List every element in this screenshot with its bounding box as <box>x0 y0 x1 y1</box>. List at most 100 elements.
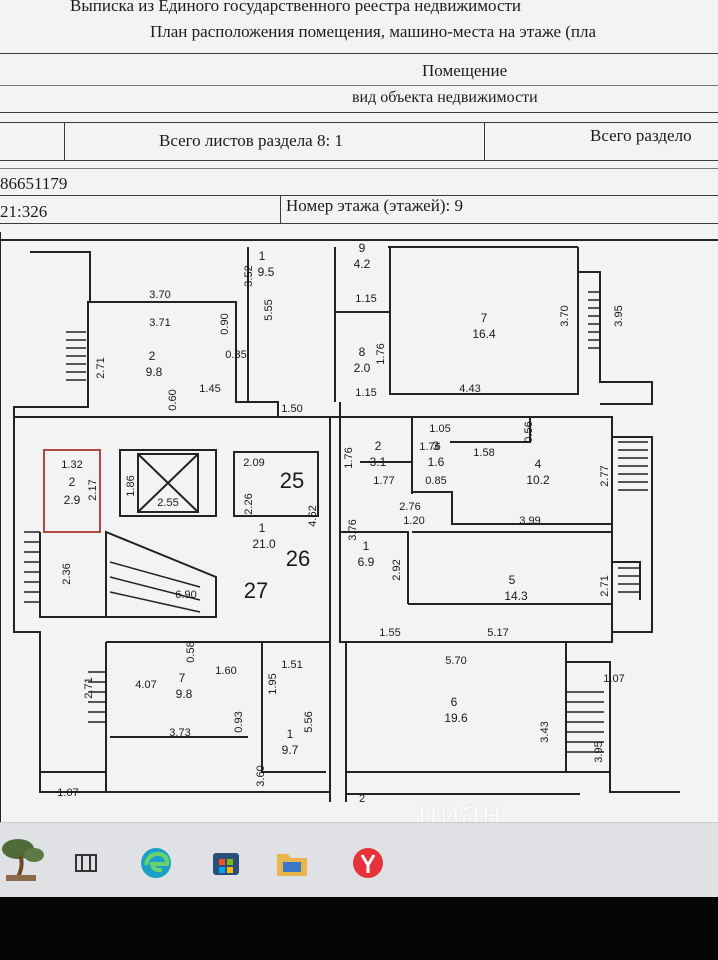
room-number: 8 <box>359 345 366 359</box>
room-number: 3 <box>433 439 440 453</box>
document-subtitle: План расположения помещения, машино-мест… <box>150 22 597 41</box>
task-view-icon[interactable] <box>66 843 106 883</box>
cadastral-number-part: 21:326 <box>0 202 48 221</box>
room-area: 9.7 <box>282 743 299 757</box>
cian-watermark: циан ID 311042493 <box>412 790 672 822</box>
dimension: 0.58 <box>185 641 197 662</box>
dimension: 3.73 <box>169 727 190 739</box>
dimension: 1.76 <box>419 441 440 453</box>
dimension: 1.55 <box>379 627 400 639</box>
dimension: 2.76 <box>399 501 420 513</box>
file-explorer-icon[interactable] <box>272 843 312 883</box>
table-rule <box>0 223 718 224</box>
room-number: 2 <box>69 475 76 489</box>
dimension: 1.76 <box>375 343 387 364</box>
dimension: 3.52 <box>243 265 255 286</box>
taskbar <box>0 822 718 898</box>
room-area: 16.4 <box>472 327 496 341</box>
dimension: 1.15 <box>355 387 376 399</box>
room-area: 14.3 <box>504 589 528 603</box>
room-area: 21.0 <box>252 537 276 551</box>
dimension: 2.26 <box>243 493 255 514</box>
dimension: 1.60 <box>215 665 236 677</box>
dimension: 0.93 <box>233 711 245 732</box>
dimension: 3.43 <box>539 721 551 742</box>
dimension: 1.51 <box>281 659 302 671</box>
table-rule <box>64 122 65 160</box>
room-area: 4.2 <box>354 257 371 271</box>
table-rule <box>0 168 718 169</box>
dimension: 0.60 <box>167 389 179 410</box>
dimension: 2.55 <box>157 497 178 509</box>
room-number: 7 <box>481 311 488 325</box>
dimension: 3.95 <box>593 741 605 762</box>
dimension: 5.70 <box>445 655 466 667</box>
room-area: 2.9 <box>64 493 81 507</box>
store-icon[interactable] <box>206 843 246 883</box>
room-area: 9.5 <box>258 265 275 279</box>
dimension: 2.92 <box>391 559 403 580</box>
object-type-caption: вид объекта недвижимости <box>352 89 538 106</box>
dimension: 1.20 <box>403 515 424 527</box>
room-area: 1.6 <box>428 455 445 469</box>
table-rule <box>0 122 718 123</box>
room-number: 6 <box>451 695 458 709</box>
location-label: 26 <box>286 546 310 571</box>
dimension: 2.71 <box>83 677 95 698</box>
room-number: 1 <box>363 539 370 553</box>
location-label: 25 <box>280 468 304 493</box>
dimension: 1.15 <box>355 293 376 305</box>
table-rule <box>484 122 485 160</box>
dimension: 0.90 <box>219 313 231 334</box>
room-number: 1 <box>259 521 266 535</box>
room-area: 10.2 <box>526 473 550 487</box>
dimension: 1.77 <box>373 475 394 487</box>
room-area: 2.0 <box>354 361 371 375</box>
room-number: 1 <box>287 727 294 741</box>
room-area: 3.1 <box>370 455 387 469</box>
dimension: 3.70 <box>559 305 571 326</box>
dimension: 1.07 <box>57 787 78 799</box>
dimension: 4.62 <box>307 505 319 526</box>
dimension: 2.17 <box>87 479 99 500</box>
dimension: 1.05 <box>429 423 450 435</box>
room-number: 1 <box>259 249 266 263</box>
cadastral-number-part: 86651179 <box>0 174 68 193</box>
dimension: 4.43 <box>459 383 480 395</box>
room-number: 5 <box>509 573 516 587</box>
dimension: 3.70 <box>149 289 170 301</box>
dimension: 1.58 <box>473 447 494 459</box>
document-title: Выписка из Единого государственного реес… <box>70 0 522 15</box>
edge-browser-icon[interactable] <box>136 843 176 883</box>
object-label: Помещение <box>422 61 508 80</box>
dimension: 0.35 <box>225 349 246 361</box>
table-rule <box>0 195 718 196</box>
room-number: 9 <box>359 241 366 255</box>
location-label: 27 <box>244 578 268 603</box>
yandex-browser-icon[interactable] <box>348 843 388 883</box>
table-rule <box>0 53 718 54</box>
floor-number: Номер этажа (этажей): 9 <box>286 196 463 215</box>
dimension: 3.71 <box>149 317 170 329</box>
table-rule <box>0 160 718 161</box>
dimension: 2.77 <box>599 465 611 486</box>
bonsai-wallpaper-icon[interactable] <box>0 833 48 883</box>
watermark-logo: циан <box>418 792 503 822</box>
room-number: 4 <box>535 457 542 471</box>
dimension: 1.32 <box>61 459 82 471</box>
floor-plan: 1 9.5 9 4.2 7 16.4 2 9.8 8 2.0 2 2.9 1 2… <box>0 232 718 822</box>
dimension: 0.56 <box>523 421 535 442</box>
dimension: 3.60 <box>255 765 267 786</box>
dimension: 3.99 <box>519 515 540 527</box>
dimension: 6.90 <box>175 589 196 601</box>
sections-total: Всего раздело <box>590 126 692 145</box>
dimension: 1.50 <box>281 403 302 415</box>
dimension: 2 <box>359 793 365 805</box>
dimension: 0.85 <box>425 475 446 487</box>
dimension: 1.76 <box>343 447 355 468</box>
room-area: 6.9 <box>358 555 375 569</box>
dimension: 3.76 <box>347 519 359 540</box>
document-photo: Выписка из Единого государственного реес… <box>0 0 718 822</box>
dimension: 2.71 <box>95 357 107 378</box>
dimension: 1.45 <box>199 383 220 395</box>
